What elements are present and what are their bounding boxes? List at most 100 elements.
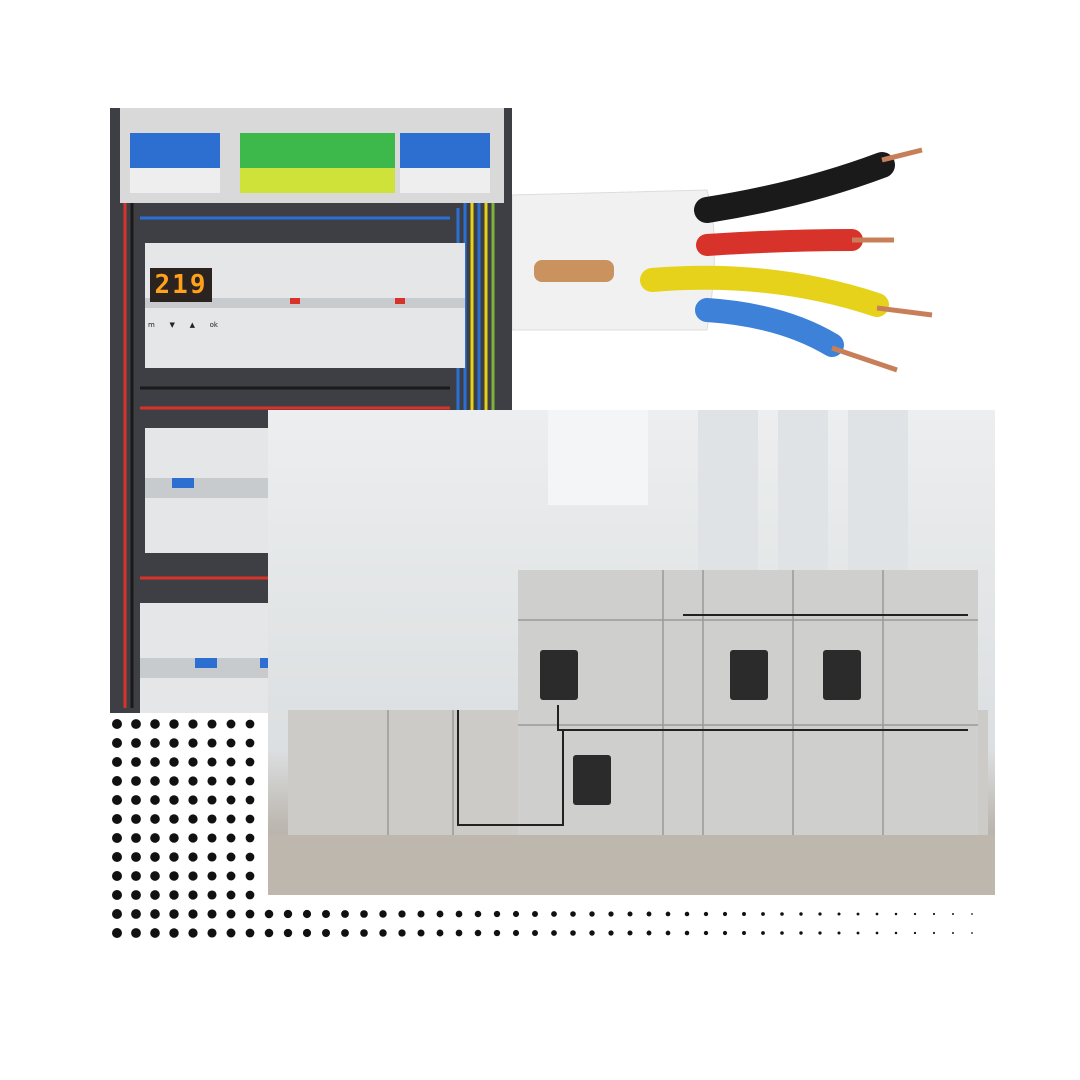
halftone-dot: [245, 795, 255, 805]
halftone-dot: [131, 795, 141, 805]
halftone-dot: [150, 719, 160, 729]
halftone-dot: [150, 928, 160, 938]
halftone-dot: [932, 912, 936, 916]
halftone-dot: [742, 912, 746, 916]
halftone-dot: [207, 909, 217, 919]
halftone-dot: [780, 931, 784, 935]
halftone-dot: [761, 912, 765, 916]
halftone-dot: [150, 890, 160, 900]
halftone-dot: [188, 928, 198, 938]
halftone-dot: [188, 909, 198, 919]
halftone-dot: [436, 910, 444, 918]
halftone-dot: [150, 833, 160, 843]
halftone-dot: [169, 738, 179, 748]
halftone-dot: [131, 909, 141, 919]
halftone-dot: [417, 929, 425, 937]
halftone-dot: [512, 910, 520, 918]
halftone-dot: [131, 757, 141, 767]
halftone-dot: [188, 795, 198, 805]
halftone-dot: [169, 795, 179, 805]
halftone-dot: [131, 738, 141, 748]
halftone-dot: [131, 833, 141, 843]
halftone-dot: [112, 852, 122, 862]
halftone-dot: [207, 795, 217, 805]
halftone-dot: [703, 930, 709, 936]
halftone-dot: [932, 931, 936, 935]
display-button-label: ok: [209, 321, 218, 329]
halftone-dot: [169, 833, 179, 843]
halftone-dot: [799, 931, 803, 935]
display-button-label: ▼: [169, 321, 175, 329]
halftone-dot: [551, 930, 557, 936]
halftone-dot: [188, 890, 198, 900]
halftone-dot: [150, 795, 160, 805]
halftone-dot: [226, 909, 236, 919]
halftone-dot: [226, 871, 236, 881]
halftone-dot: [952, 932, 954, 934]
halftone-dot: [302, 928, 312, 938]
halftone-dot: [245, 757, 255, 767]
halftone-dot: [226, 814, 236, 824]
halftone-dot: [532, 911, 538, 917]
halftone-dot: [856, 912, 860, 916]
display-button-labels: m ▼ ▲ ok: [148, 321, 218, 329]
switchgear-room-photo: [268, 410, 995, 895]
halftone-dot: [131, 928, 141, 938]
halftone-dot: [169, 719, 179, 729]
halftone-dot: [245, 776, 255, 786]
halftone-dot: [226, 738, 236, 748]
halftone-dot: [207, 738, 217, 748]
halftone-dot: [207, 833, 217, 843]
halftone-dot: [627, 930, 633, 936]
halftone-dot: [226, 852, 236, 862]
halftone-dot: [818, 931, 822, 935]
halftone-dot: [856, 931, 860, 935]
halftone-dot: [188, 833, 198, 843]
halftone-dot: [169, 757, 179, 767]
halftone-dot: [188, 871, 198, 881]
halftone-dot: [150, 852, 160, 862]
halftone-dot: [207, 890, 217, 900]
halftone-dot: [837, 912, 841, 916]
halftone-dot: [379, 929, 387, 937]
halftone-dot: [150, 871, 160, 881]
halftone-dot: [512, 929, 520, 937]
halftone-dot: [360, 910, 368, 918]
halftone-dot: [169, 909, 179, 919]
halftone-dot: [112, 833, 122, 843]
halftone-dot: [245, 719, 255, 729]
halftone-dot: [875, 931, 879, 935]
halftone-dot: [245, 871, 255, 881]
halftone-dot: [150, 738, 160, 748]
halftone-dot: [971, 932, 973, 934]
halftone-dot: [112, 814, 122, 824]
halftone-dot: [131, 776, 141, 786]
halftone-dot: [169, 928, 179, 938]
halftone-dot: [112, 757, 122, 767]
halftone-dot: [112, 928, 122, 938]
halftone-dot: [570, 911, 576, 917]
halftone-dot: [913, 912, 917, 916]
display-button-label: m: [148, 321, 155, 329]
halftone-dot: [131, 719, 141, 729]
halftone-dot: [971, 913, 973, 915]
halftone-dot: [131, 814, 141, 824]
halftone-dot: [131, 871, 141, 881]
halftone-dot: [150, 909, 160, 919]
halftone-dot: [226, 757, 236, 767]
halftone-dot: [245, 738, 255, 748]
halftone-dot: [589, 930, 595, 936]
halftone-dot: [341, 910, 349, 918]
halftone-dot: [322, 910, 330, 918]
halftone-dot: [226, 928, 236, 938]
halftone-dot: [589, 911, 595, 917]
halftone-dot: [742, 931, 746, 935]
halftone-dot: [188, 814, 198, 824]
halftone-dot: [646, 930, 652, 936]
halftone-dot: [188, 757, 198, 767]
halftone-dot: [894, 912, 898, 916]
halftone-dot: [226, 719, 236, 729]
halftone-dot: [570, 930, 576, 936]
halftone-dot: [474, 910, 482, 918]
